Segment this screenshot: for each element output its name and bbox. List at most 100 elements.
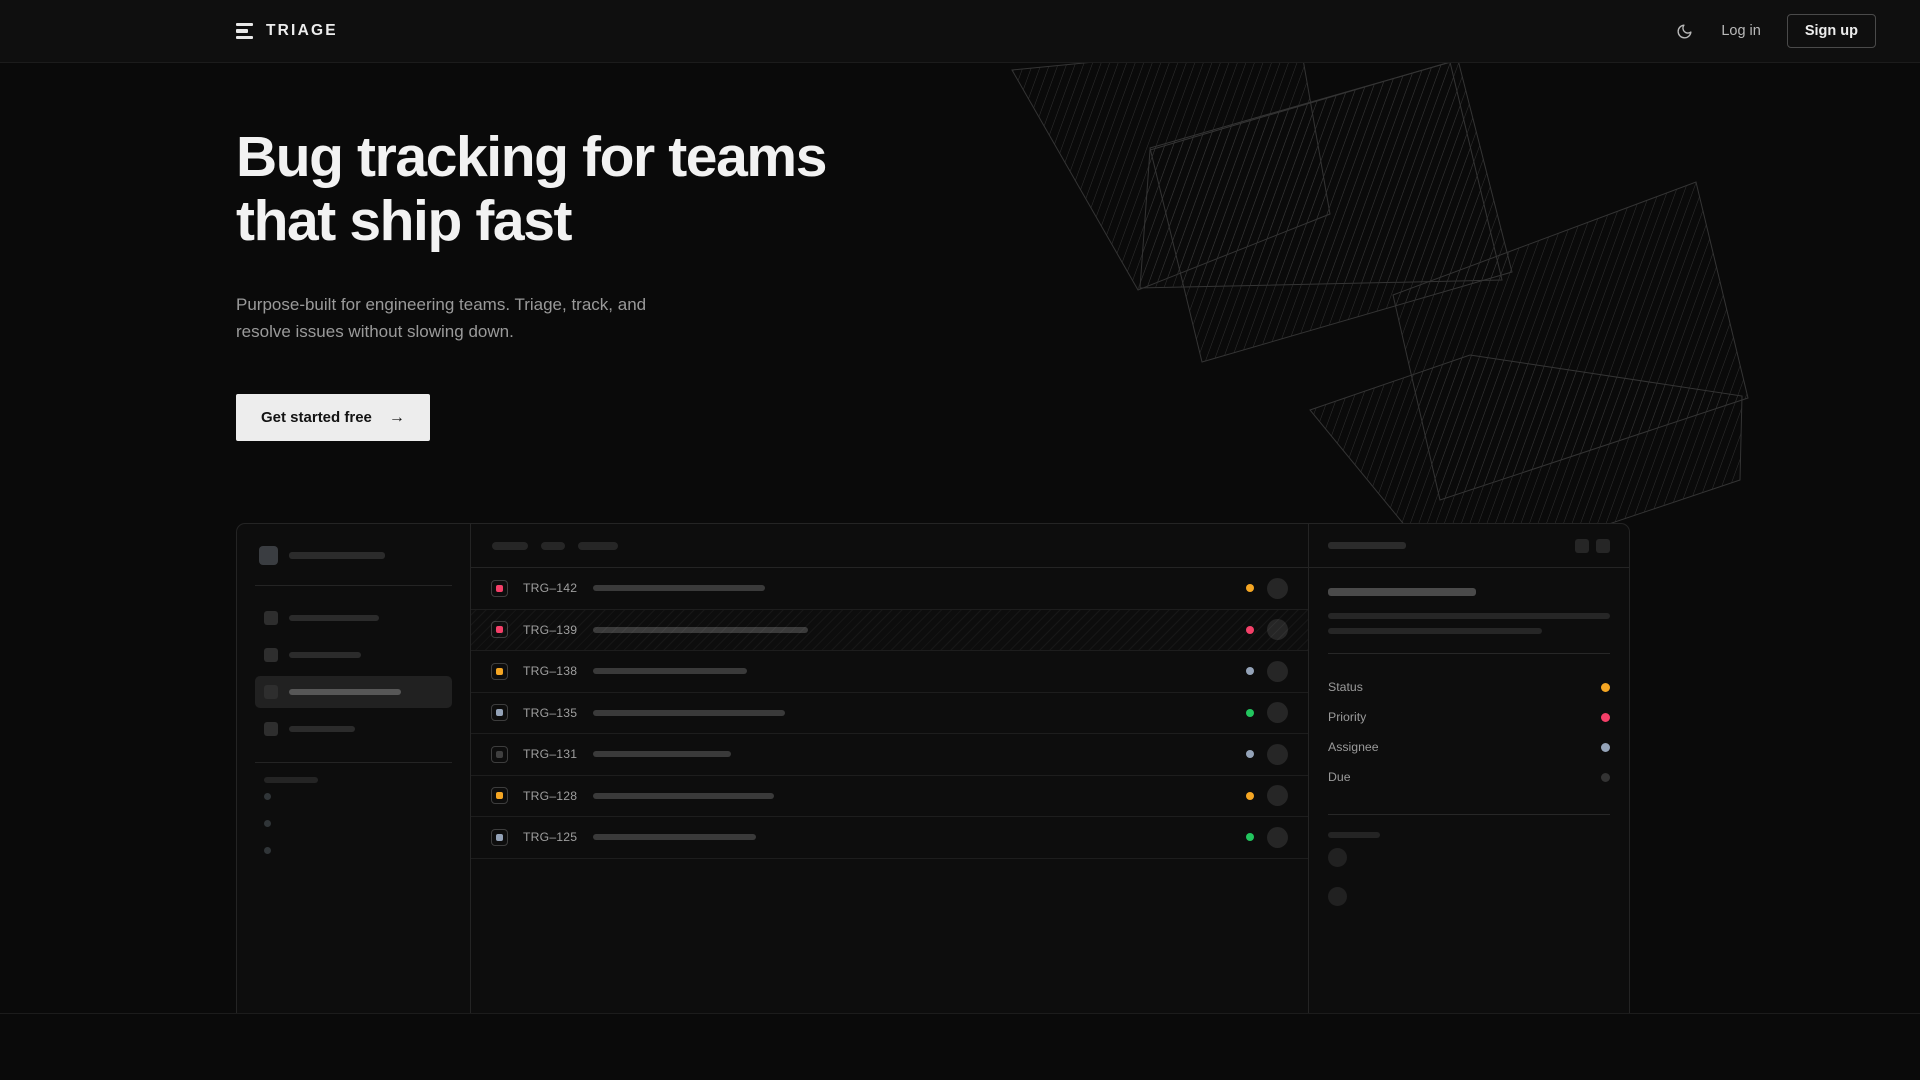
sidebar-item-icon — [264, 648, 278, 662]
bullet-icon — [264, 793, 271, 800]
issue-row[interactable]: TRG–142 — [471, 568, 1308, 610]
sidebar-section-label — [255, 777, 452, 783]
metadata-label: Assignee — [1328, 740, 1379, 754]
priority-indicator — [491, 828, 508, 846]
detail-divider-2 — [1328, 814, 1610, 815]
filter-chip-skeleton[interactable] — [578, 541, 618, 550]
detail-icon-button[interactable] — [1575, 538, 1589, 553]
sidebar-sub-item[interactable] — [255, 810, 452, 837]
sidebar-item-label-skeleton — [289, 726, 355, 732]
metadata-row[interactable]: Due — [1328, 762, 1610, 792]
issue-row-meta — [1246, 619, 1288, 641]
section-divider — [0, 1013, 1920, 1014]
issue-row-meta — [1246, 660, 1288, 682]
sidebar-item-icon — [264, 685, 278, 699]
issue-row[interactable]: TRG–125 — [471, 817, 1308, 859]
status-dot — [1246, 791, 1254, 800]
hero-section: Bug tracking for teams that ship fast Pu… — [236, 125, 827, 442]
detail-divider — [1328, 653, 1610, 654]
issue-row[interactable]: TRG–139 — [471, 609, 1308, 651]
issue-title-skeleton — [593, 626, 808, 633]
issue-row[interactable]: TRG–128 — [471, 776, 1308, 817]
activity-item — [1328, 838, 1610, 877]
status-dot — [1246, 625, 1254, 634]
workspace-switcher[interactable] — [255, 546, 452, 565]
metadata-value-dot — [1601, 712, 1610, 722]
activity-item — [1328, 877, 1610, 916]
issue-title-skeleton — [593, 792, 774, 799]
metadata-label: Priority — [1328, 710, 1367, 724]
hero-subheading: Purpose-built for engineering teams. Tri… — [236, 294, 647, 341]
metadata-row[interactable]: Status — [1328, 672, 1610, 702]
brand-logo[interactable]: TRIAGE — [236, 22, 338, 40]
sidebar-sub-item[interactable] — [255, 783, 452, 810]
filter-chip-skeleton[interactable] — [492, 541, 528, 550]
assignee-avatar[interactable] — [1267, 619, 1288, 641]
assignee-avatar[interactable] — [1267, 660, 1288, 682]
detail-title-skeleton — [1328, 542, 1406, 549]
sidebar-sub-item[interactable] — [255, 837, 452, 864]
assignee-avatar[interactable] — [1267, 826, 1288, 848]
sidebar-nav-item[interactable] — [255, 602, 452, 634]
sidebar-nav-item[interactable] — [255, 639, 452, 671]
assignee-avatar[interactable] — [1267, 702, 1288, 724]
issue-id: TRG–138 — [523, 664, 578, 679]
priority-indicator — [491, 787, 508, 805]
issue-title-skeleton — [593, 751, 731, 758]
sidebar-sub-items — [255, 783, 452, 864]
status-dot — [1246, 833, 1254, 842]
list-toolbar — [471, 524, 1308, 568]
status-dot — [1246, 584, 1254, 593]
hero-heading: Bug tracking for teams that ship fast — [236, 125, 827, 254]
issue-id: TRG–125 — [523, 830, 578, 845]
workspace-name-skeleton — [289, 552, 385, 559]
detail-icon-button[interactable] — [1596, 538, 1610, 553]
issue-title-skeleton — [593, 668, 747, 675]
signup-button[interactable]: Sign up — [1786, 14, 1876, 48]
issue-row[interactable]: TRG–131 — [471, 734, 1308, 776]
priority-indicator — [491, 579, 508, 597]
get-started-button[interactable]: Get started free → — [236, 394, 430, 442]
section-label-skeleton — [264, 777, 318, 783]
activity-avatar — [1328, 848, 1347, 867]
detail-action-buttons[interactable] — [1575, 538, 1610, 553]
priority-indicator — [491, 745, 508, 763]
sidebar-nav-item[interactable] — [255, 713, 452, 745]
sidebar-item-label-skeleton — [289, 652, 361, 658]
metadata-label: Status — [1328, 680, 1363, 694]
mockup-sidebar — [237, 524, 471, 1013]
description-line-skeleton — [1328, 613, 1610, 619]
detail-issue-title-skeleton — [1328, 588, 1476, 596]
cta-label: Get started free — [261, 409, 372, 427]
sidebar-nav — [255, 602, 452, 745]
filter-chip-skeleton[interactable] — [541, 541, 565, 550]
issue-row-meta — [1246, 743, 1288, 765]
sidebar-nav-item[interactable] — [255, 676, 452, 708]
moon-icon[interactable] — [1673, 20, 1695, 42]
issue-id: TRG–139 — [523, 622, 578, 637]
sidebar-item-icon — [264, 722, 278, 736]
status-dot — [1246, 667, 1254, 676]
metadata-row[interactable]: Priority — [1328, 702, 1610, 732]
priority-indicator — [491, 704, 508, 722]
issue-row-meta — [1246, 577, 1288, 599]
login-link[interactable]: Log in — [1721, 23, 1761, 39]
issue-row[interactable]: TRG–135 — [471, 693, 1308, 734]
sidebar-item-label-skeleton — [289, 615, 379, 621]
metadata-row[interactable]: Assignee — [1328, 732, 1610, 762]
assignee-avatar[interactable] — [1267, 577, 1288, 599]
metadata-value-dot — [1601, 682, 1610, 692]
top-navigation-bar: TRIAGE Log in Sign up — [0, 0, 1920, 63]
assignee-avatar[interactable] — [1267, 743, 1288, 765]
assignee-avatar[interactable] — [1267, 785, 1288, 807]
metadata-label: Due — [1328, 770, 1351, 784]
activity-avatar — [1328, 887, 1347, 906]
issue-row[interactable]: TRG–138 — [471, 651, 1308, 693]
